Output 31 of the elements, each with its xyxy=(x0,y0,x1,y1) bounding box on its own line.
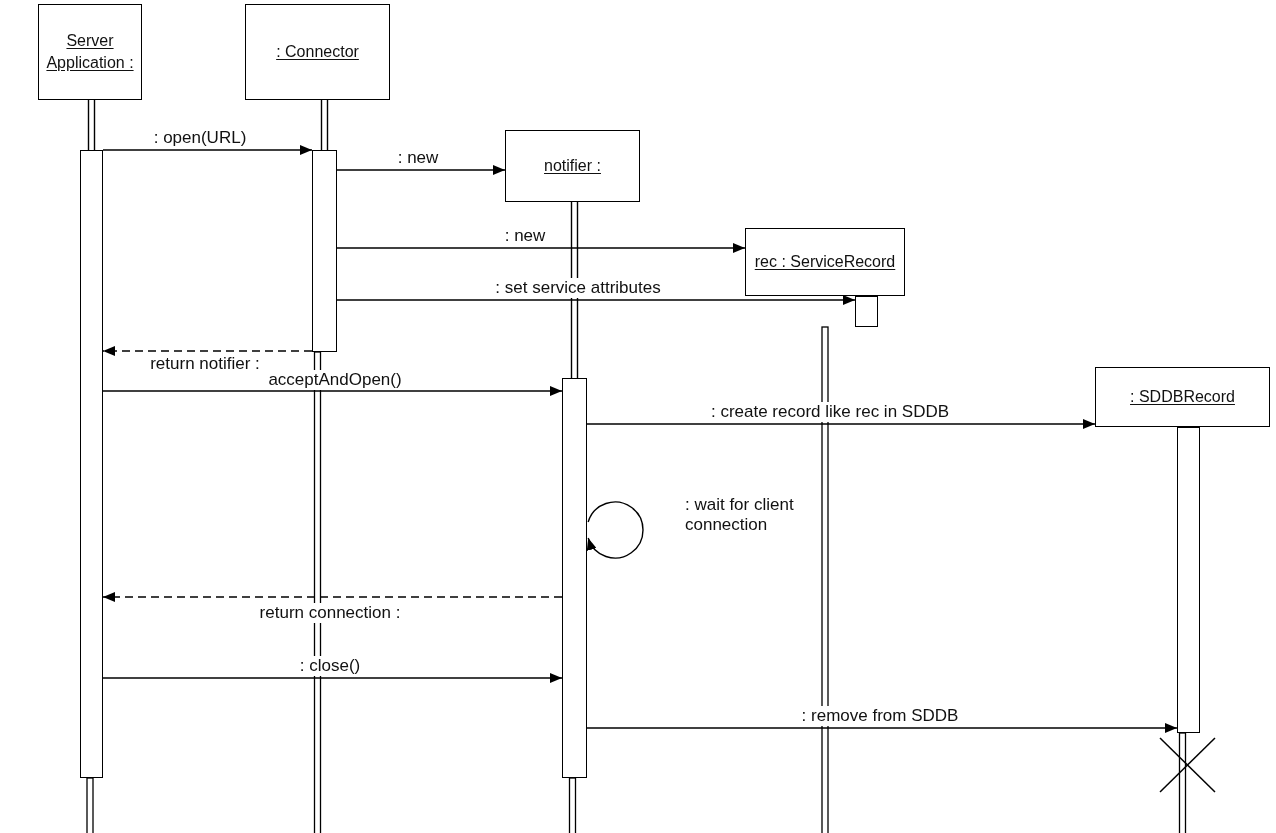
object-name: notifier : xyxy=(544,156,601,177)
lifeline xyxy=(570,201,579,379)
edge-label: : set service attributes xyxy=(493,278,663,299)
edge-label: acceptAndOpen() xyxy=(266,370,404,391)
object-name: Server Application : xyxy=(45,31,135,73)
arrow xyxy=(102,673,563,683)
activation-bar xyxy=(855,296,878,327)
arrow xyxy=(336,165,506,175)
arrow xyxy=(336,243,746,253)
activation-bar xyxy=(312,150,337,352)
lifeline xyxy=(320,99,329,151)
loop-arrow xyxy=(587,501,644,559)
object-box xyxy=(245,4,390,100)
arrow xyxy=(586,419,1096,429)
object-box xyxy=(505,130,640,202)
object-box xyxy=(745,228,905,296)
object-name: : Connector xyxy=(276,42,359,63)
object-box xyxy=(38,4,142,100)
object-box xyxy=(1095,367,1270,427)
activation-bar xyxy=(562,378,587,778)
activation-bar xyxy=(1177,427,1200,733)
arrow xyxy=(102,346,313,356)
lifeline xyxy=(87,99,96,151)
arrow xyxy=(102,386,563,396)
arrow xyxy=(102,592,563,602)
arrow xyxy=(586,723,1178,733)
object-name: : SDDBRecord xyxy=(1130,387,1235,408)
object-name: rec : ServiceRecord xyxy=(754,252,896,273)
arrow xyxy=(336,295,856,305)
activation-bar xyxy=(80,150,103,778)
arrow xyxy=(102,145,313,155)
